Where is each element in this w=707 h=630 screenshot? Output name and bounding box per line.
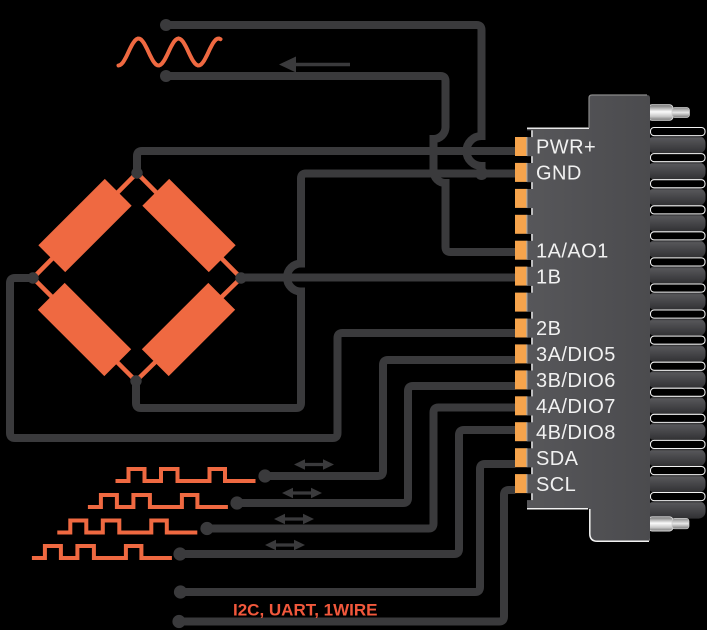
svg-text:4B/DIO8: 4B/DIO8 [536, 422, 616, 444]
svg-text:3A/DIO5: 3A/DIO5 [536, 344, 616, 366]
svg-text:1B: 1B [536, 266, 561, 288]
svg-text:4A/DIO7: 4A/DIO7 [536, 396, 616, 418]
svg-text:3B/DIO6: 3B/DIO6 [536, 370, 616, 392]
svg-text:SDA: SDA [536, 448, 579, 470]
svg-text:I2C, UART, 1WIRE: I2C, UART, 1WIRE [233, 601, 378, 620]
svg-text:GND: GND [536, 163, 582, 185]
svg-text:SCL: SCL [536, 474, 576, 496]
svg-text:2B: 2B [536, 318, 561, 340]
svg-text:1A/AO1: 1A/AO1 [536, 240, 609, 262]
svg-text:PWR+: PWR+ [536, 137, 596, 159]
